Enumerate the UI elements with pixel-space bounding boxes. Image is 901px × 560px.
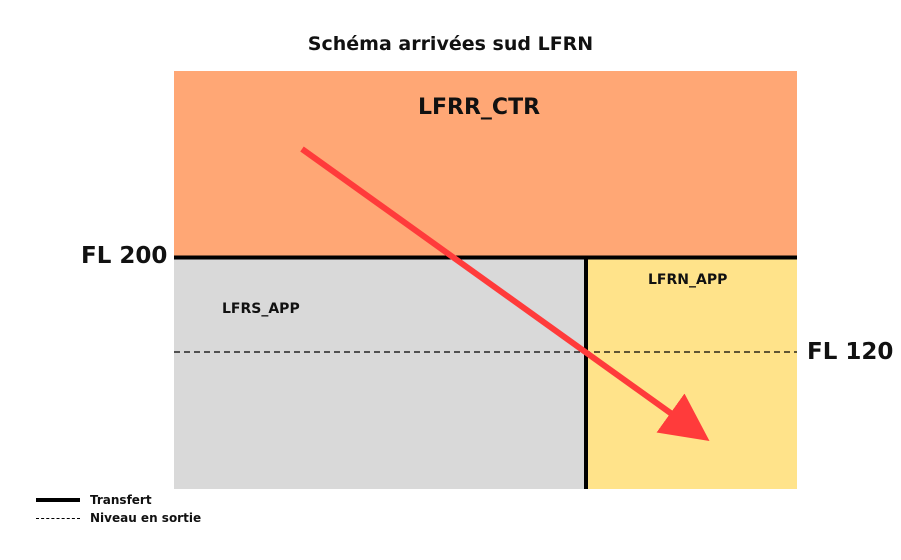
legend-dashed-line-icon [36, 517, 80, 519]
fl-120-label: FL 120 [807, 339, 894, 365]
fl-200-label: FL 200 [81, 243, 168, 269]
legend-label: Niveau en sortie [90, 511, 202, 525]
legend-label: Transfert [90, 493, 152, 507]
zone-label-lfrs-app: LFRS_APP [222, 301, 300, 317]
legend-item-niveau-en-sortie: Niveau en sortie [36, 511, 201, 525]
zone-label-lfrr-ctr: LFRR_CTR [418, 95, 541, 120]
zone-label-lfrn-app: LFRN_APP [648, 272, 728, 288]
zone-lfrs-app [174, 257, 586, 489]
legend-solid-line-icon [36, 498, 80, 502]
zone-lfrr-ctr [174, 71, 797, 257]
legend-item-transfert: Transfert [36, 493, 152, 507]
arrival-arrow [300, 146, 710, 441]
diagram-title: Schéma arrivées sud LFRN [307, 33, 594, 55]
zone-lfrn-app [586, 257, 797, 489]
